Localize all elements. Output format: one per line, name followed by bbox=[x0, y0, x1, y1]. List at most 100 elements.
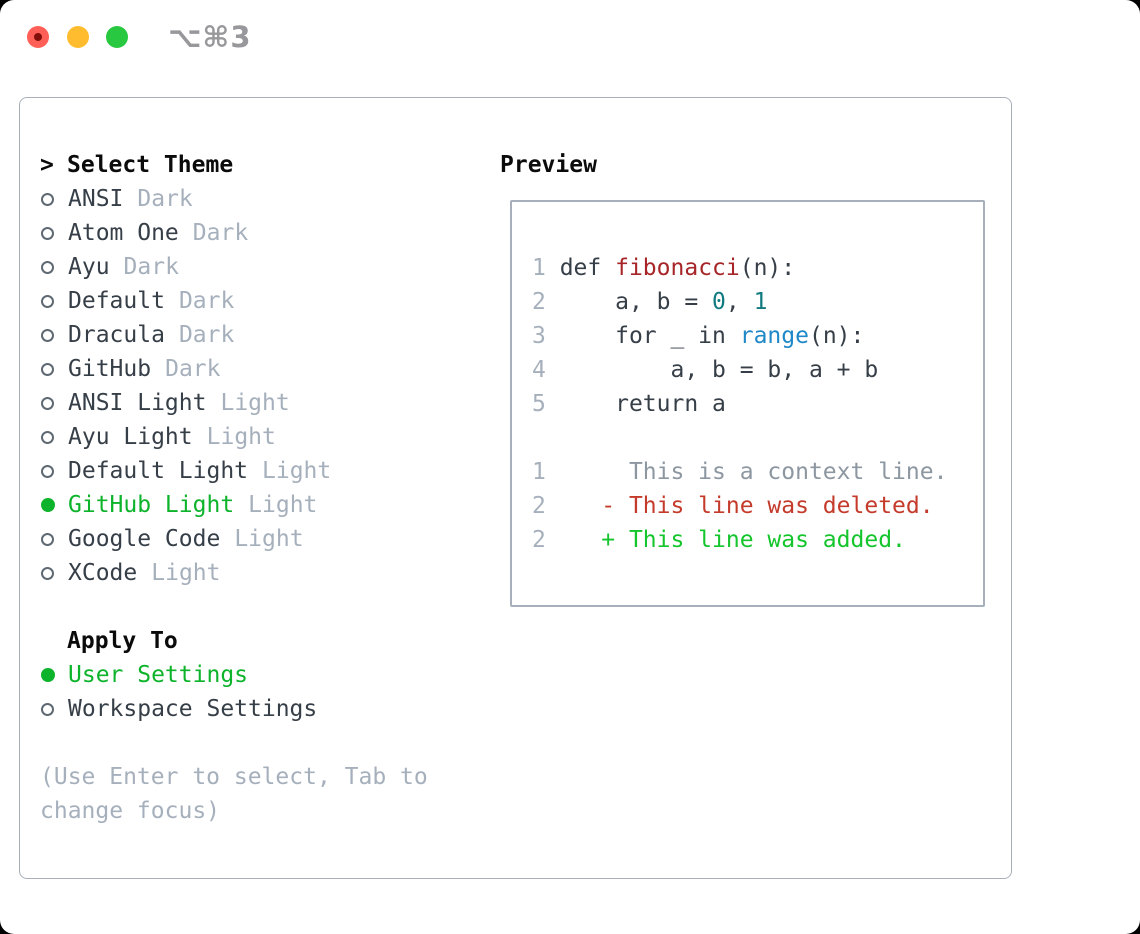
radio-unselected-icon bbox=[41, 702, 54, 716]
theme-name-label: Default bbox=[68, 288, 165, 314]
radio-unselected-icon bbox=[41, 464, 54, 478]
theme-name-label: XCode bbox=[68, 560, 138, 586]
radio-unselected-icon bbox=[41, 396, 54, 410]
preview-header: Preview bbox=[500, 152, 597, 178]
code-line: 1 def fibonacci(n): bbox=[532, 251, 983, 285]
theme-name-label: GitHub Light bbox=[68, 492, 235, 518]
theme-variant-label: Dark bbox=[123, 254, 179, 280]
code-segment: - This line was deleted. bbox=[545, 493, 934, 519]
theme-name-label: GitHub bbox=[68, 356, 152, 382]
code-line: 2 + This line was added. bbox=[532, 523, 983, 557]
theme-option-google-code[interactable]: Google Code Light bbox=[40, 522, 428, 556]
hint-line: change focus) bbox=[40, 798, 221, 824]
theme-variant-label: Dark bbox=[192, 220, 249, 246]
line-number: 1 bbox=[532, 459, 546, 485]
theme-variant-label: Light bbox=[206, 424, 276, 450]
radio-unselected-icon bbox=[41, 226, 54, 240]
select-theme-title: Select Theme bbox=[67, 152, 234, 178]
theme-option-github[interactable]: GitHub Dark bbox=[40, 352, 428, 386]
radio-unselected-icon bbox=[41, 430, 54, 444]
theme-option-atom-one[interactable]: Atom One Dark bbox=[40, 216, 428, 250]
theme-name-label: ANSI Light bbox=[68, 390, 207, 416]
zoom-button[interactable] bbox=[106, 26, 128, 48]
theme-option-ansi-light[interactable]: ANSI Light Light bbox=[40, 386, 428, 420]
theme-name-label: Ayu bbox=[68, 254, 110, 280]
code-line: 5 return a bbox=[532, 387, 983, 421]
code-segment: range bbox=[739, 323, 809, 349]
radio-selected-icon bbox=[41, 498, 55, 512]
theme-variant-label: Light bbox=[262, 458, 332, 484]
theme-name-label: Ayu Light bbox=[68, 424, 193, 450]
theme-variant-label: Dark bbox=[178, 288, 235, 314]
window-shortcut-label: ⌥⌘3 bbox=[168, 20, 252, 54]
code-line: 2 a, b = 0, 1 bbox=[532, 285, 983, 319]
theme-variant-label: Dark bbox=[178, 322, 235, 348]
theme-option-ayu-light[interactable]: Ayu Light Light bbox=[40, 420, 428, 454]
theme-option-default-light[interactable]: Default Light Light bbox=[40, 454, 428, 488]
theme-variant-label: Dark bbox=[165, 356, 221, 382]
theme-option-ayu[interactable]: Ayu Dark bbox=[40, 250, 428, 284]
line-number: 3 bbox=[532, 323, 546, 349]
minimize-button[interactable] bbox=[67, 26, 89, 48]
apply-option-label: User Settings bbox=[68, 662, 249, 688]
theme-variant-label: Light bbox=[220, 390, 290, 416]
line-number: 1 bbox=[532, 255, 546, 281]
theme-name-label: Dracula bbox=[68, 322, 165, 348]
line-number: 2 bbox=[532, 493, 546, 519]
apply-to-header: Apply To bbox=[40, 624, 428, 658]
code-segment: + This line was added. bbox=[545, 527, 906, 553]
apply-option-workspace-settings[interactable]: Workspace Settings bbox=[40, 692, 428, 726]
code-segment: a, b = bbox=[545, 289, 713, 315]
code-segment: (n): bbox=[808, 323, 865, 349]
hint-text: (Use Enter to select, Tab to change focus… bbox=[40, 760, 428, 828]
apply-option-user-settings[interactable]: User Settings bbox=[40, 658, 428, 692]
theme-option-github-light[interactable]: GitHub Light Light bbox=[40, 488, 428, 522]
theme-option-dracula[interactable]: Dracula Dark bbox=[40, 318, 428, 352]
line-number: 5 bbox=[532, 391, 546, 417]
theme-name-label: ANSI bbox=[68, 186, 124, 212]
theme-variant-label: Light bbox=[234, 526, 304, 552]
code-segment: a, b = b, a + b bbox=[545, 357, 879, 383]
code-segment: fibonacci bbox=[615, 255, 740, 281]
line-number: 2 bbox=[532, 527, 546, 553]
line-number: 2 bbox=[532, 289, 546, 315]
radio-unselected-icon bbox=[41, 328, 54, 342]
code-line bbox=[532, 421, 983, 455]
section-gap bbox=[40, 590, 428, 624]
theme-option-default[interactable]: Default Dark bbox=[40, 284, 428, 318]
radio-unselected-icon bbox=[41, 532, 54, 546]
theme-variant-label: Dark bbox=[137, 186, 193, 212]
code-segment: 1 bbox=[753, 289, 768, 315]
close-button[interactable] bbox=[27, 26, 49, 48]
select-theme-header: >Select Theme bbox=[40, 148, 428, 182]
apply-option-label: Workspace Settings bbox=[68, 696, 318, 722]
theme-name-label: Google Code bbox=[68, 526, 221, 552]
titlebar: ⌥⌘3 bbox=[0, 0, 1140, 74]
hint-line: (Use Enter to select, Tab to bbox=[40, 764, 428, 790]
code-segment: return a bbox=[545, 391, 726, 417]
code-line: 2 - This line was deleted. bbox=[532, 489, 983, 523]
theme-name-label: Atom One bbox=[68, 220, 179, 246]
code-line: 4 a, b = b, a + b bbox=[532, 353, 983, 387]
radio-selected-icon bbox=[41, 668, 55, 682]
code-line: 3 for _ in range(n): bbox=[532, 319, 983, 353]
code-segment: (n): bbox=[739, 255, 796, 281]
radio-unselected-icon bbox=[41, 362, 54, 376]
theme-name-label: Default Light bbox=[68, 458, 249, 484]
code-segment: , bbox=[725, 289, 754, 315]
code-segment: This is a context line. bbox=[545, 459, 948, 485]
code-segment: def bbox=[545, 255, 616, 281]
radio-unselected-icon bbox=[41, 566, 54, 580]
theme-option-ansi[interactable]: ANSI Dark bbox=[40, 182, 428, 216]
section-gap bbox=[40, 726, 428, 760]
theme-variant-label: Light bbox=[248, 492, 318, 518]
code-segment: 0 bbox=[712, 289, 726, 315]
code-line: 1 This is a context line. bbox=[532, 455, 983, 489]
apply-to-title: Apply To bbox=[67, 628, 178, 654]
